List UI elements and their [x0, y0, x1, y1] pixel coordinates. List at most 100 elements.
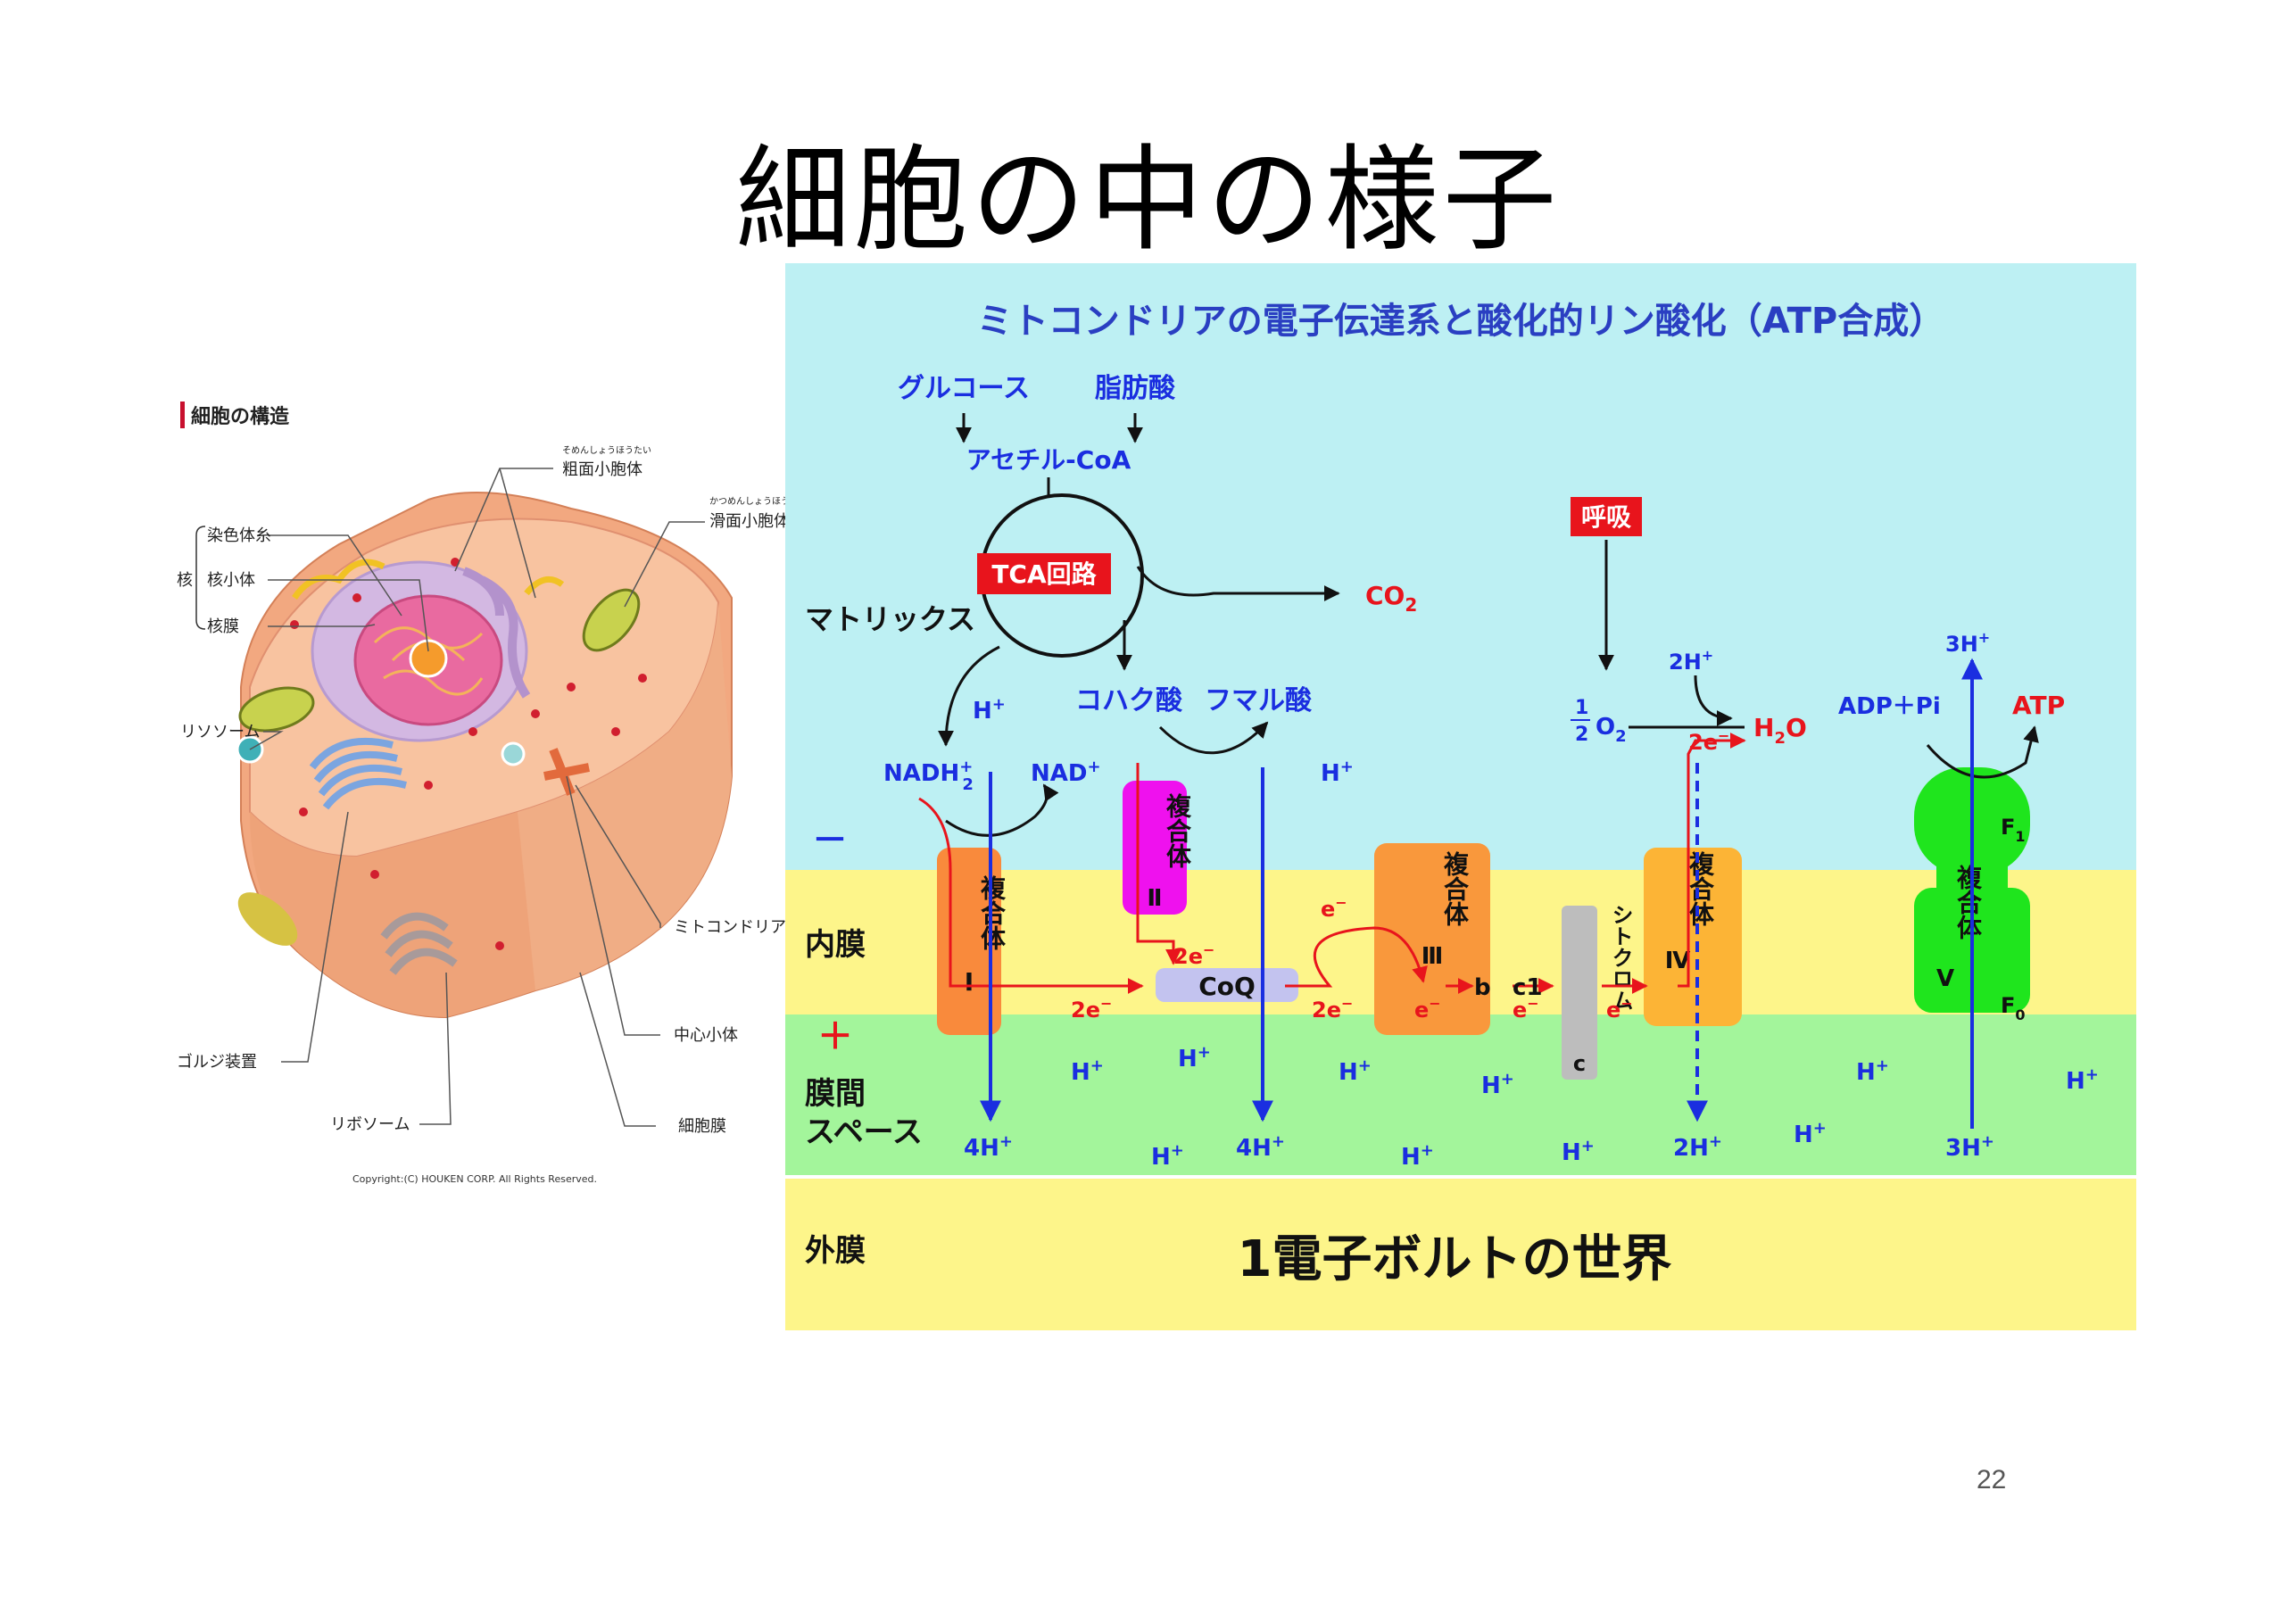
h-plus-ims-1: H+	[1071, 1056, 1104, 1086]
fatty-acid-label: 脂肪酸	[1095, 373, 1176, 404]
label-golgi: ゴルジ装置	[177, 1053, 257, 1072]
intermembrane-label-1: 膜間	[805, 1076, 866, 1112]
respiration-box	[1571, 497, 1642, 536]
page-number: 22	[1977, 1465, 2007, 1495]
two-e-2: 2e−	[1173, 941, 1214, 969]
h-plus-ims-7: H+	[1151, 1141, 1184, 1171]
h-plus-matrix-2: H+	[1321, 758, 1354, 787]
succinate-label: コハク酸	[1075, 685, 1183, 716]
one-ev-world-label: 1電子ボルトの世界	[1238, 1230, 1672, 1288]
label-nucleus-group: 核	[177, 571, 193, 590]
c1-label: c1	[1513, 974, 1543, 1001]
h-plus-ims-4: H+	[1481, 1070, 1514, 1099]
cell-right-face	[518, 602, 732, 990]
label-lysosome: リソソーム	[180, 723, 260, 741]
label-nuclear-membrane: 核膜	[207, 617, 239, 636]
h-plus-ims-10: H+	[1794, 1119, 1827, 1148]
leader-lines	[249, 468, 705, 1127]
tca-cycle-box	[977, 553, 1111, 594]
half-numerator: 1	[1575, 697, 1588, 719]
diagram-title: ミトコンドリアの電子伝達系と酸化的リン酸化（ATP合成）	[977, 301, 1944, 342]
mitochondrion-1	[238, 686, 315, 733]
golgi-lower	[380, 912, 458, 975]
electron-transport-diagram: ミトコンドリアの電子伝達系と酸化的リン酸化（ATP合成） グルコース 脂肪酸 ア…	[785, 263, 2136, 1330]
e-minus-2: e−	[1414, 995, 1441, 1023]
complex-1	[937, 848, 1001, 1035]
four-h-2: 4H+	[1236, 1132, 1285, 1162]
complex-4	[1644, 848, 1742, 1026]
three-h-ims: 3H+	[1945, 1132, 1994, 1162]
cell-structure-figure: 細胞の構造	[177, 402, 785, 1185]
slide-title: 細胞の中の様子	[735, 134, 1561, 267]
h-plus-ims-9: H+	[1562, 1137, 1595, 1166]
label-mitochondria: ミトコンドリア	[674, 918, 785, 937]
label-cell-membrane: 細胞膜	[678, 1117, 726, 1136]
label-chromatin: 染色体糸	[207, 526, 271, 545]
h-plus-ims-3: H+	[1339, 1056, 1372, 1086]
nadh-label: NADH+2	[883, 758, 974, 794]
f0-label: F0	[2001, 993, 2026, 1023]
label-smooth-er: 滑面小胞体	[709, 512, 785, 531]
cytochrome-c-letter: c	[1573, 1051, 1586, 1076]
complex-3-numeral: Ⅲ	[1422, 943, 1444, 970]
atp-label: ATP	[2012, 691, 2065, 720]
h2o-label: H2O	[1753, 713, 1807, 748]
two-e-4: 2e−	[1688, 727, 1729, 755]
e-minus-1: e−	[1321, 894, 1347, 922]
e-minus-4: e−	[1606, 995, 1633, 1023]
complex-5-numeral: Ⅴ	[1936, 965, 1954, 992]
h-plus-matrix-1: H+	[973, 695, 1006, 725]
complex-1-numeral: Ⅰ	[965, 967, 974, 997]
outer-membrane-label: 外膜	[805, 1233, 866, 1269]
adp-pi-label: ADP＋Pi	[1838, 693, 1941, 720]
e-minus-3: e−	[1513, 995, 1539, 1023]
complex-2-numeral: Ⅱ	[1147, 885, 1162, 912]
label-nucleolus: 核小体	[207, 571, 255, 590]
half-denominator: 2	[1575, 724, 1588, 746]
mitochondrion-3	[237, 892, 298, 946]
label-smooth-er-ruby: かつめんしょうほうたい	[709, 496, 785, 507]
plus-sign-label: ＋	[817, 1016, 853, 1057]
intermembrane-label-2: スペース	[805, 1114, 923, 1150]
h-plus-ims-2: H+	[1178, 1043, 1211, 1072]
nucleolus	[409, 639, 448, 678]
complex-4-numeral: Ⅳ	[1665, 948, 1691, 974]
rough-er	[462, 567, 531, 699]
acetyl-coa-label: アセチル-CoA	[966, 445, 1131, 475]
tca-cycle-label: TCA回路	[991, 559, 1097, 589]
cell-title-bar	[180, 402, 185, 428]
two-e-1: 2e−	[1071, 995, 1112, 1023]
centriole	[543, 748, 590, 796]
b-label: b	[1474, 974, 1491, 1001]
h-plus-ims-8: H+	[1401, 1141, 1434, 1171]
cell-copyright: Copyright:(C) HOUKEN CORP. All Rights Re…	[352, 1173, 597, 1185]
two-h-ims: 2H+	[1673, 1132, 1722, 1162]
nucleus-bracket	[195, 526, 206, 630]
coq-label: CoQ	[1198, 972, 1256, 1001]
label-rough-er: 粗面小胞体	[562, 460, 642, 479]
minus-sign-label: －	[812, 820, 848, 861]
label-centriole: 中心小体	[674, 1026, 738, 1045]
respiration-label: 呼吸	[1581, 502, 1631, 532]
three-h-matrix: 3H+	[1945, 629, 1990, 657]
cytochrome-c	[1562, 906, 1597, 1080]
golgi-apparatus	[309, 737, 407, 810]
lysosome-2	[501, 741, 526, 766]
h-plus-ims-5: H+	[1856, 1056, 1889, 1086]
two-h-matrix: 2H+	[1669, 647, 1713, 675]
f1-label: F1	[2001, 815, 2026, 845]
o2-label: O2	[1596, 714, 1627, 746]
four-h-1: 4H+	[964, 1132, 1013, 1162]
matrix-label: マトリックス	[805, 602, 975, 636]
label-rough-er-ruby: そめんしょうほうたい	[562, 445, 651, 456]
intermembrane-space-region	[785, 1014, 2136, 1177]
cell-figure-title: 細胞の構造	[191, 405, 289, 428]
cell-front-face	[250, 812, 535, 1017]
fumarate-label: フマル酸	[1205, 685, 1313, 716]
two-e-3: 2e−	[1312, 995, 1353, 1023]
glucose-label: グルコース	[898, 373, 1030, 404]
co2-label: CO2	[1365, 581, 1417, 616]
label-ribosome: リボソーム	[330, 1115, 410, 1134]
outer-membrane-region	[785, 1177, 2136, 1330]
h-plus-ims-6: H+	[2066, 1065, 2099, 1095]
